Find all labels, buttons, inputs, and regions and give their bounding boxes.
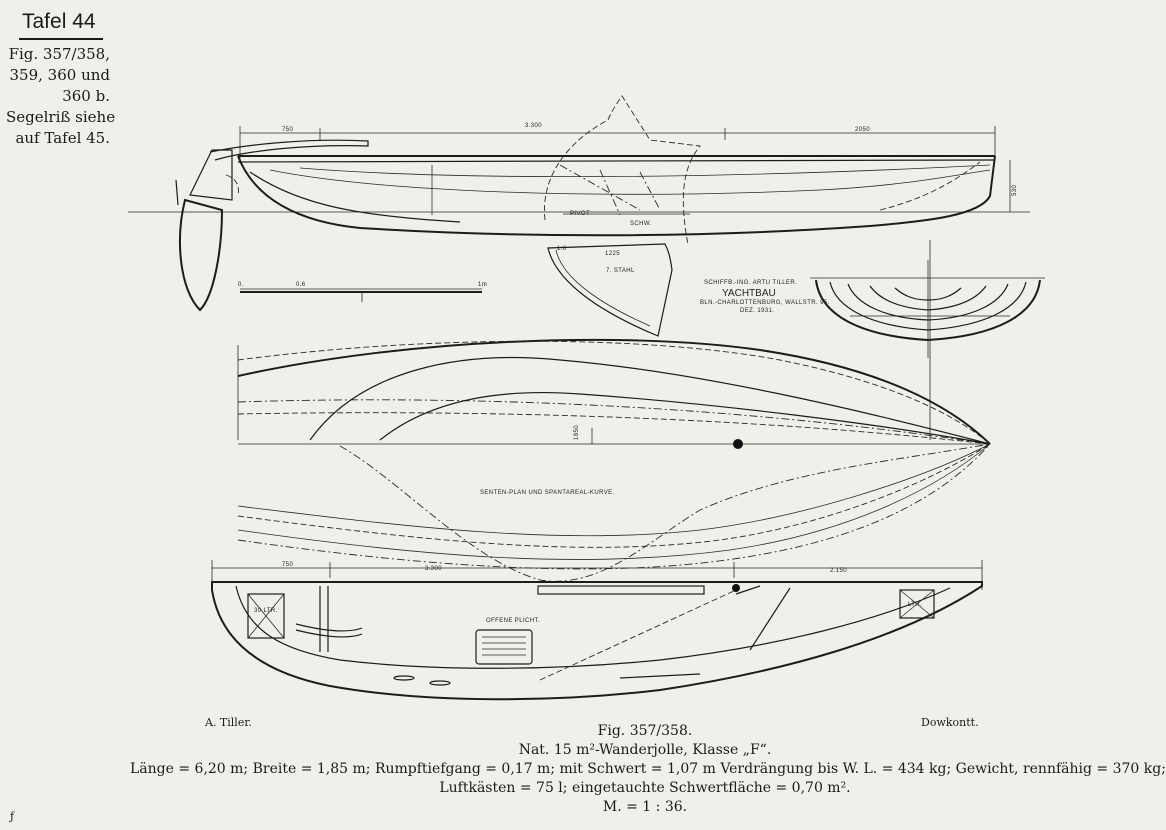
diagonal-line <box>237 443 991 570</box>
buttock-line <box>249 171 461 223</box>
designer-stamp-line: SCHIFFB.-ING. ARTU TILLER. <box>704 280 797 286</box>
coaming-line <box>235 585 951 669</box>
transom-line <box>175 179 179 206</box>
floor-grating <box>475 629 533 665</box>
hull-profile <box>237 155 996 237</box>
buttock-line <box>269 169 991 195</box>
section-line <box>869 285 987 311</box>
diagonal-line <box>237 443 991 537</box>
sheer-half-breadth <box>237 340 991 445</box>
plate-title-rule <box>19 38 103 40</box>
air-box-aft <box>247 593 285 639</box>
plan-label: SENTEN-PLAN UND SPANTAREAL-KURVE. <box>480 490 615 496</box>
waterline-plan: 1850 <box>237 240 991 449</box>
centerboard <box>547 243 673 337</box>
foredeck-line <box>735 585 791 651</box>
centerboard-sweep-curve <box>544 95 701 246</box>
small-label: PIVOT <box>570 211 590 217</box>
designer-stamp-line: DEZ. 1931. <box>740 308 774 314</box>
designer-stamp-line: BLN.-CHARLOTTENBURG, WALLSTR. 95. <box>700 300 830 306</box>
waterline-curve <box>309 357 991 445</box>
figure-number: Fig. 357/358. <box>597 723 693 739</box>
thwart <box>319 586 329 652</box>
small-label: 1225 <box>605 251 620 257</box>
small-label: 1:6 <box>557 246 567 252</box>
dimension-label: 750 <box>282 127 293 133</box>
figure-caption: Fig. 357/358. Nat. 15 m²-Wanderjolle, Kl… <box>130 722 1166 817</box>
caption-line: Luftkästen = 75 l; eingetauchte Schwertf… <box>439 780 851 796</box>
scale-label: 0,6 <box>296 282 306 288</box>
mast-position-marker <box>733 439 743 449</box>
rudder-blade <box>179 198 224 312</box>
section-line <box>847 283 1009 321</box>
diagonal-line <box>237 443 991 548</box>
buttock-line <box>237 412 991 445</box>
air-box-diagonal <box>899 589 935 619</box>
waterline-curve <box>379 391 991 445</box>
side-elevation: 750 3.300 2050 530 PIVOT SCHW. 7. STAHL <box>128 95 1030 337</box>
dimension-label: 2.150 <box>830 568 847 574</box>
air-box-label: 30 LTR. <box>254 608 278 614</box>
draftsman-credit-right: Dowkontt. <box>921 716 979 729</box>
designer-stamp: SCHIFFB.-ING. ARTU TILLER. YACHTBAU BLN.… <box>700 280 830 314</box>
rudder-head <box>189 149 233 201</box>
centerboard-label: 7. STAHL <box>606 268 635 274</box>
plate-title: Tafel 44 <box>22 10 96 33</box>
tiller-in-plan <box>295 623 363 638</box>
scale-label: 0. <box>238 282 244 288</box>
air-box-forward <box>899 589 935 619</box>
plate-note-line: Segelriß siehe <box>6 108 116 126</box>
deck-line <box>237 159 996 163</box>
section-line <box>829 281 1027 331</box>
diagonal-line <box>237 443 991 560</box>
small-label: SCHW. <box>630 221 652 227</box>
shroud-line <box>539 589 737 681</box>
deck-outline <box>211 581 983 701</box>
sectional-area-plan: SENTEN-PLAN UND SPANTAREAL-KURVE. <box>237 443 991 582</box>
plate-note-line: 359, 360 und <box>9 66 111 84</box>
caption-line: Länge = 6,20 m; Breite = 1,85 m; Rumpfti… <box>130 761 1166 777</box>
cockpit-label: OFFENE PLICHT. <box>486 618 540 624</box>
drain-hole <box>429 680 451 686</box>
dimension-label: 3.300 <box>425 566 442 572</box>
caption-line: M. = 1 : 36. <box>602 799 688 815</box>
body-plan <box>810 260 1045 358</box>
section-outline <box>815 279 1041 342</box>
drain-hole <box>393 675 415 681</box>
construction-lines <box>559 164 661 216</box>
small-label: 1850 <box>574 425 580 440</box>
dimension-label: 2050 <box>855 127 870 133</box>
scale-label: 1m <box>478 282 487 288</box>
plate-note-line: Fig. 357/358, <box>8 45 110 63</box>
plate-note: Fig. 357/358, 359, 360 und 360 b. Segelr… <box>6 44 116 149</box>
centerboard-trunk <box>537 585 705 595</box>
deck-outline <box>237 338 991 445</box>
section-line <box>894 287 962 301</box>
dimension-label: 750 <box>282 562 293 568</box>
boat-hook <box>619 673 701 679</box>
waterline-dash <box>879 161 981 211</box>
air-box-label: LTR. <box>908 602 922 608</box>
sectional-area-curve <box>339 443 991 582</box>
plate-note-line: auf Tafel 45. <box>15 129 110 147</box>
draftsman-credit-left: A. Tiller. <box>205 716 252 729</box>
corner-mark: ƒ <box>10 810 15 823</box>
air-box-diagonal <box>247 593 285 639</box>
dimension-label: 3.300 <box>525 123 542 129</box>
plate-note-line: 360 b. <box>62 87 110 105</box>
rudder-sweep <box>225 174 239 196</box>
deck-arrangement-plan: 750 3.300 2.150 30 LTR. LTR. OFFENE PLIC… <box>211 560 983 701</box>
buttock-line <box>237 399 991 445</box>
tiller <box>209 139 369 161</box>
buttock-line <box>299 164 991 178</box>
designer-stamp-line: YACHTBAU <box>722 288 776 299</box>
dimension-label: 530 <box>1012 185 1018 196</box>
scale-bar: 0. 0,6 1m <box>238 282 487 302</box>
caption-line: Nat. 15 m²-Wanderjolle, Klasse „F“. <box>518 742 772 758</box>
centerboard-inner-line <box>555 249 651 327</box>
mast-step <box>732 584 740 592</box>
